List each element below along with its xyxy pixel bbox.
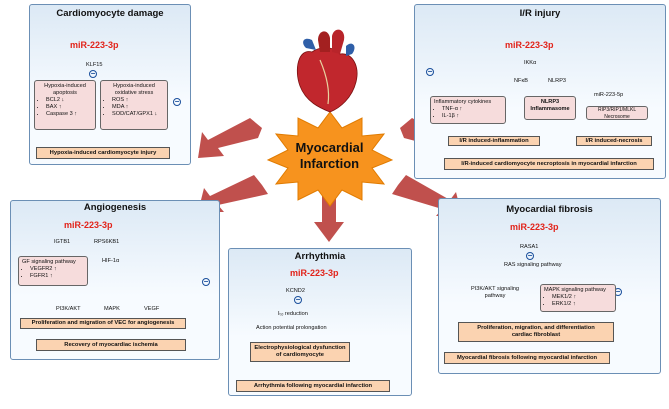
mirna-label: miR-223-3p bbox=[510, 222, 559, 232]
oxidative-title-1: Hypoxia-induced bbox=[113, 83, 155, 89]
ito-reduction: Iₜₒ reduction bbox=[278, 311, 308, 317]
ras-pathway: RAS signaling pathway bbox=[504, 262, 562, 268]
proliferation-box: Proliferation, migration, and differenti… bbox=[458, 322, 614, 342]
necrosome-label: Necrosome bbox=[604, 114, 630, 120]
gene-hif: HIF-1α bbox=[102, 258, 120, 264]
mirna-label: miR-223-3p bbox=[505, 40, 554, 50]
list-item: TNF-α ↑ bbox=[442, 106, 502, 113]
mirna-label: miR-223-3p bbox=[70, 40, 119, 50]
mapk-title: MAPK signaling pathway bbox=[544, 287, 606, 293]
result-box: Hypoxia-induced cardiomyocyte injury bbox=[36, 147, 170, 159]
panel-title: Arrhythmia bbox=[294, 251, 346, 262]
center-line-1: Myocardial bbox=[295, 140, 364, 155]
center-line-2: Infarction bbox=[299, 156, 360, 171]
gene-igtb1: IGTB1 bbox=[54, 239, 71, 245]
center-title: Myocardial Infarction bbox=[262, 140, 397, 172]
gene-rps6kb1: RPS6KB1 bbox=[94, 239, 120, 245]
oxidative-title-2: oxidative stress bbox=[114, 90, 154, 96]
mapk-pathway-box: MAPK signaling pathway MEK1/2 ↑ ERK1/2 ↑ bbox=[540, 284, 616, 312]
gf-title: GF signaling pathway bbox=[22, 259, 76, 265]
heart-icon bbox=[296, 29, 358, 113]
mirna-label: miR-223-3p bbox=[290, 268, 339, 278]
arrow-to-cardio bbox=[198, 118, 262, 158]
list-item: BCL2 ↓ bbox=[46, 97, 92, 104]
list-item: MDA ↑ bbox=[112, 104, 164, 111]
proliferation-box: Proliferation and migration of VEC for a… bbox=[20, 318, 186, 329]
necrosome-box: RIP3/RIP1/MLKL Necrosome bbox=[586, 106, 648, 120]
gene-nfkb: NFκB bbox=[514, 78, 528, 84]
starburst bbox=[266, 111, 394, 207]
proliferation-line-2: cardiac fibroblast bbox=[511, 332, 561, 338]
necrosome-proteins: RIP3/RIP1/MLKL bbox=[598, 107, 636, 113]
apoptosis-box: Hypoxia-induced apoptosis BCL2 ↓ BAX ↑ C… bbox=[34, 80, 96, 130]
mirna-5p: miR-223-5p bbox=[594, 92, 624, 98]
gene-kcnd2: KCND2 bbox=[286, 288, 305, 294]
apd-prolongation: Action potential prolongation bbox=[256, 325, 327, 331]
list-item: IL-1β ↑ bbox=[442, 113, 502, 120]
panel-title: Angiogenesis bbox=[83, 202, 147, 213]
result-box: Myocardial fibrosis following myocardial… bbox=[444, 352, 610, 364]
inhibit-icon: − bbox=[426, 67, 434, 76]
panel-title: Cardiomyocyte damage bbox=[56, 8, 164, 19]
inhibit-icon: − bbox=[294, 295, 302, 304]
gene-ikka: IKKα bbox=[524, 60, 537, 66]
gene-klf15: KLF15 bbox=[86, 62, 103, 68]
inflammasome-line-1: NLRP3 bbox=[540, 99, 560, 105]
apoptosis-title-2: apoptosis bbox=[53, 90, 77, 96]
inflammasome-box: NLRP3 Inflammasome bbox=[524, 96, 576, 120]
apoptosis-title-1: Hypoxia-induced bbox=[44, 83, 86, 89]
result-box: Arrhythmia following myocardial infarcti… bbox=[236, 380, 390, 392]
dysfunction-line-1: Electrophysiological dysfunction bbox=[254, 345, 346, 351]
pi3k-line-1: PI3K/AKT signaling bbox=[470, 286, 520, 292]
inhibit-icon: − bbox=[89, 69, 97, 78]
result-box: I/R-induced cardiomyocyte necroptosis in… bbox=[444, 158, 654, 170]
list-item: ERK1/2 ↑ bbox=[552, 301, 612, 308]
pathway-mapk: MAPK bbox=[104, 306, 120, 312]
panel-arrhythmia bbox=[228, 248, 412, 396]
arrow-to-arrhythmia bbox=[314, 196, 344, 242]
mirna-label: miR-223-3p bbox=[64, 220, 113, 230]
dysfunction-box: Electrophysiological dysfunction of card… bbox=[250, 342, 350, 362]
inflammasome-line-2: Inflammasome bbox=[530, 106, 570, 112]
panel-title: Myocardial fibrosis bbox=[506, 204, 593, 215]
cytokines-title: Inflammatory cytokines bbox=[434, 99, 492, 105]
list-item: FGFR1 ↑ bbox=[30, 273, 84, 280]
result-box: Recovery of myocardiac ischemia bbox=[36, 339, 186, 351]
dysfunction-line-2: of cardiomyocyte bbox=[276, 352, 324, 358]
proliferation-line-1: Proliferation, migration, and differenti… bbox=[477, 325, 595, 331]
inhibit-icon: − bbox=[173, 97, 181, 106]
gf-pathway-box: GF signaling pathway VEGFR2 ↑ FGFR1 ↑ bbox=[18, 256, 88, 286]
list-item: ROS ↑ bbox=[112, 97, 164, 104]
gene-nlrp3: NLRP3 bbox=[548, 78, 567, 84]
pi3k-line-2: pathway bbox=[484, 293, 506, 299]
oxidative-stress-box: Hypoxia-induced oxidative stress ROS ↑ M… bbox=[100, 80, 168, 130]
inhibit-icon: − bbox=[202, 277, 210, 286]
gene-rasa1: RASA1 bbox=[520, 244, 539, 250]
list-item: BAX ↑ bbox=[46, 104, 92, 111]
pathway-vegf: VEGF bbox=[144, 306, 160, 312]
panel-title: I/R injury bbox=[519, 8, 561, 19]
cytokines-box: Inflammatory cytokines TNF-α ↑ IL-1β ↑ bbox=[430, 96, 506, 124]
list-item: SOD/CAT/GPX1 ↓ bbox=[112, 111, 164, 118]
pi3k-pathway: PI3K/AKT signaling pathway bbox=[466, 286, 524, 300]
list-item: VEGFR2 ↑ bbox=[30, 266, 84, 273]
list-item: Caspase 3 ↑ bbox=[46, 111, 92, 118]
pathway-pi3k: PI3K/AKT bbox=[56, 306, 81, 312]
list-item: MEK1/2 ↑ bbox=[552, 294, 612, 301]
inflammation-box: I/R induced-inflammation bbox=[448, 136, 540, 146]
necrosis-box: I/R induced-necrosis bbox=[576, 136, 652, 146]
panel-ir-injury bbox=[414, 4, 666, 179]
inhibit-icon: − bbox=[526, 251, 534, 260]
